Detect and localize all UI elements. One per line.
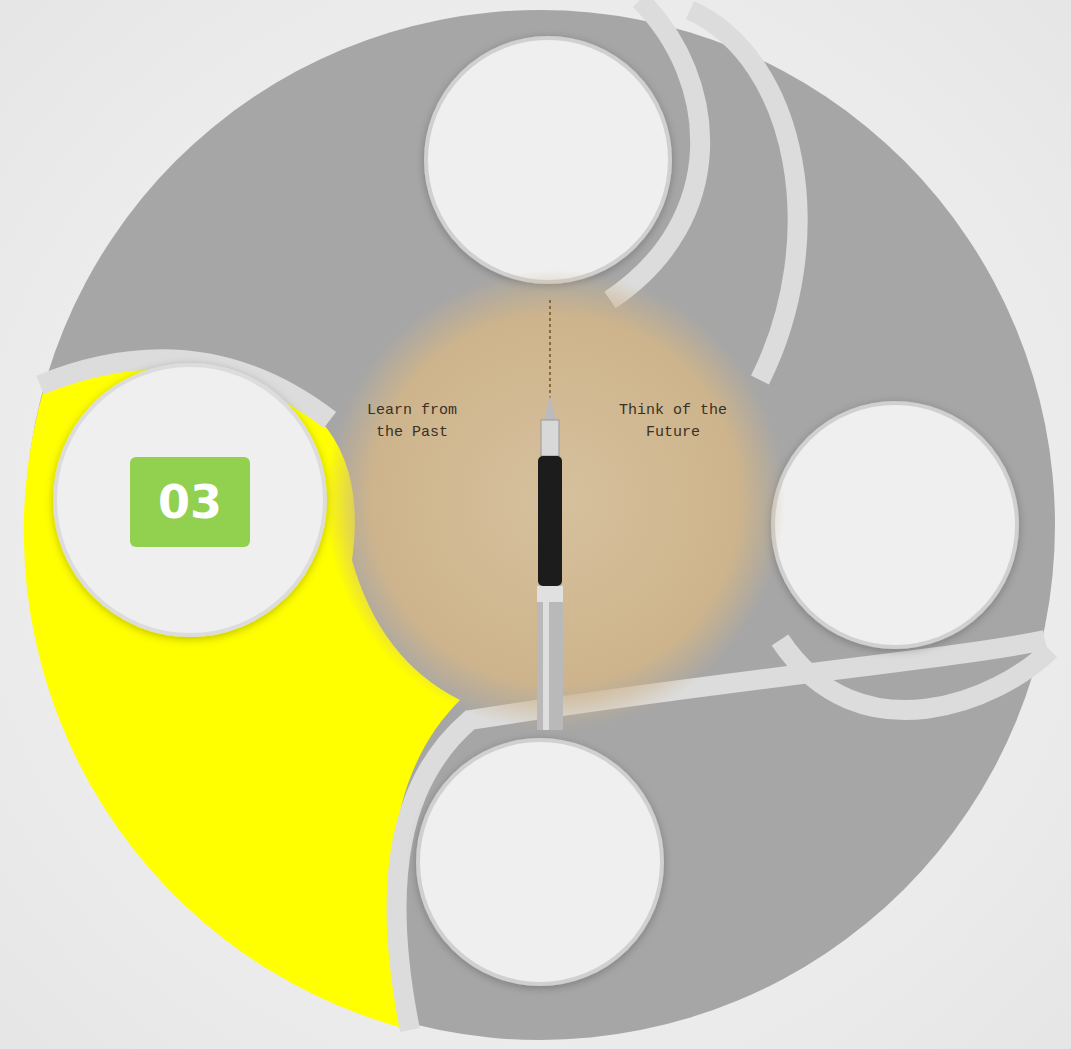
segment-dividers	[40, 0, 1050, 1030]
photo-circle-shape	[325, 270, 785, 730]
photo-caption: Learn from the Past	[357, 400, 467, 444]
photo-circle: Learn from the Past Think of the Future	[325, 270, 785, 730]
photo-caption: Think of the Future	[618, 400, 728, 444]
white-circles	[55, 38, 1017, 984]
callout-number: 03	[130, 457, 250, 547]
number-box: 03	[130, 457, 250, 547]
